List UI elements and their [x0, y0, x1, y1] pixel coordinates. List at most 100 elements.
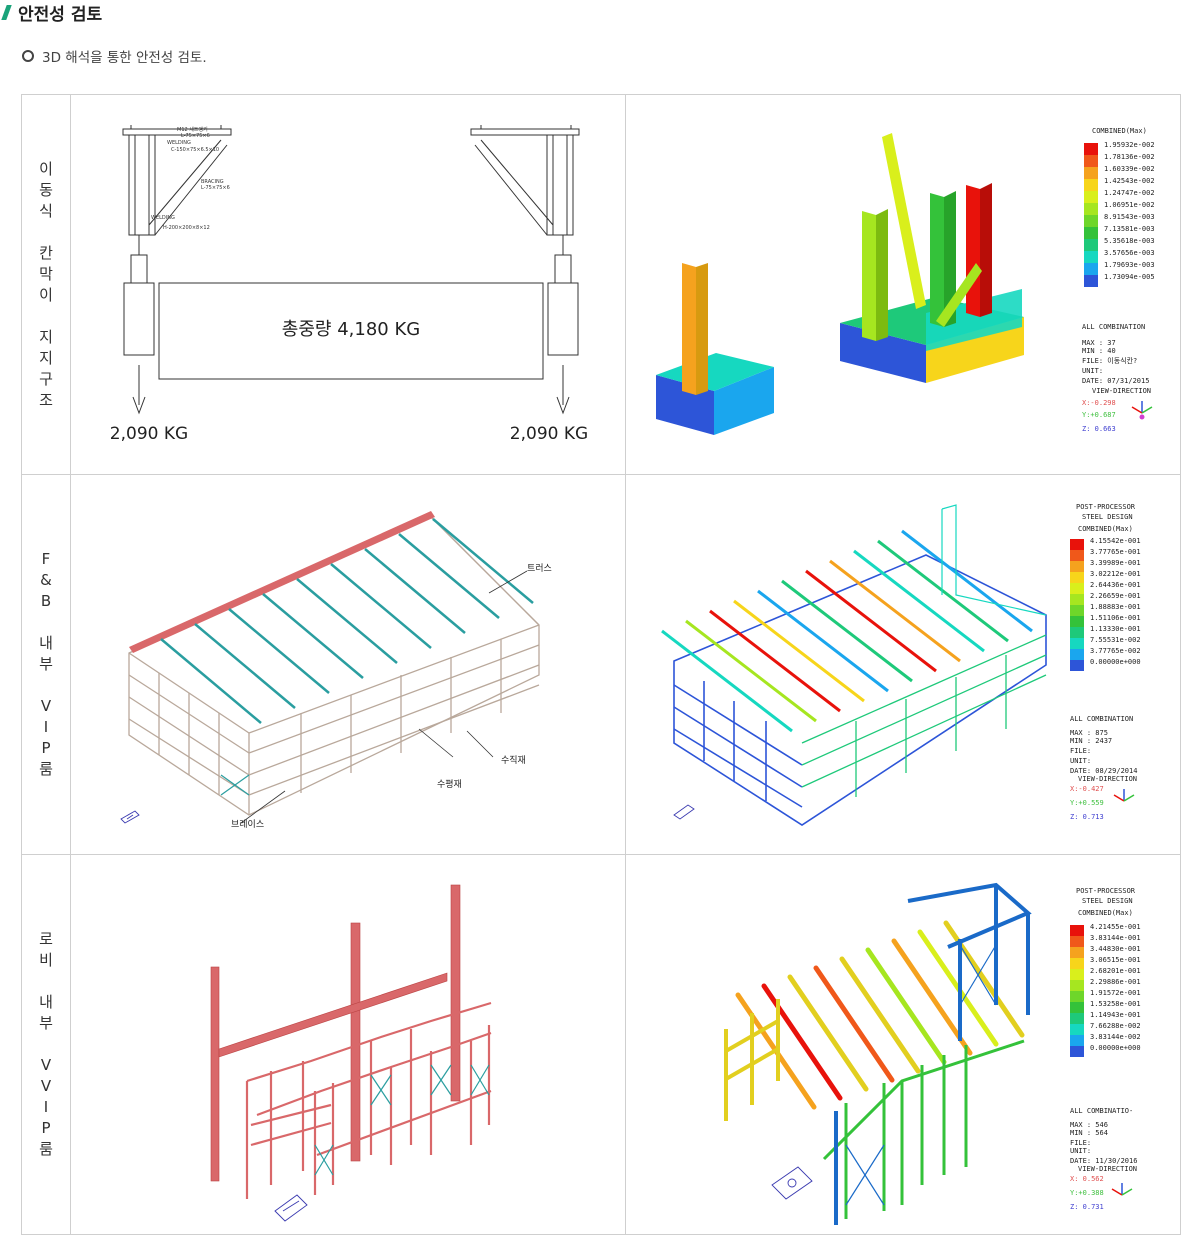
color-legend: POST-PROCESSOR STEEL DESIGN COMBINED(Max… — [1070, 887, 1141, 1211]
legend-header: POST-PROCESSOR — [1076, 503, 1136, 511]
truss-member — [757, 589, 889, 693]
view-cube-icon — [274, 1194, 308, 1222]
truss-member — [805, 569, 937, 673]
page-header: 안전성 검토 — [0, 0, 103, 25]
total-weight-label: 총중량 4,180 KG — [282, 319, 420, 340]
legend-date: DATE: 11/30/2016 — [1070, 1157, 1137, 1165]
axis-triad-icon — [1131, 401, 1153, 420]
truss-member — [853, 549, 985, 653]
legend-vz: Z: 0.731 — [1070, 1203, 1104, 1211]
legend-swatch — [1070, 649, 1084, 660]
legend-swatch — [1070, 638, 1084, 649]
color-legend: COMBINED(Max) 1.95932e-0021.78136e-0021.… — [1082, 127, 1155, 433]
legend-value: 7.55531e-002 — [1090, 636, 1141, 644]
truss-member — [709, 609, 841, 713]
axis-triad-icon — [1113, 789, 1135, 802]
legend-unit: UNIT: — [1070, 1147, 1091, 1155]
legend-swatch — [1070, 969, 1084, 980]
legend-vy: Y:+0.559 — [1070, 799, 1104, 807]
rafter-member — [943, 920, 1025, 1038]
legend-swatch — [1070, 1013, 1084, 1024]
note-text: BRACING — [201, 179, 224, 185]
legend-swatch — [1070, 1024, 1084, 1035]
legend-view: VIEW-DIRECTION — [1078, 775, 1137, 783]
truss-member — [733, 599, 865, 703]
truss-member — [901, 529, 1033, 633]
legend-value: 2.64436e-001 — [1090, 581, 1141, 589]
legend-value: 1.06951e-002 — [1104, 201, 1155, 209]
color-legend: POST-PROCESSOR STEEL DESIGN COMBINED(Max… — [1070, 503, 1141, 821]
legend-value: 8.91543e-003 — [1104, 213, 1155, 221]
legend-value: 1.53258e-001 — [1090, 1000, 1141, 1008]
drawing-cell: M12 세트앵커 L-75×75×6 WELDING C-150×75×6.5×… — [70, 94, 626, 475]
legend-vy: Y:+0.687 — [1082, 411, 1116, 419]
legend-value: 1.91572e-001 — [1090, 989, 1141, 997]
note-text: WELDING — [151, 215, 175, 221]
legend-swatch — [1070, 539, 1084, 550]
legend-value: 3.83144e-002 — [1090, 1033, 1141, 1041]
legend-value: 1.42543e-002 — [1104, 177, 1155, 185]
legend-swatch — [1070, 561, 1084, 572]
legend-max: MAX : 875 — [1070, 729, 1108, 737]
legend-value: 4.15542e-001 — [1090, 537, 1141, 545]
legend-value: 3.44830e-001 — [1090, 945, 1141, 953]
row-label-cell: F & B 내 부 V I P 룸 — [21, 474, 71, 855]
legend-date: DATE: 07/31/2015 — [1082, 377, 1149, 385]
analysis-cell: POST-PROCESSOR STEEL DESIGN COMBINED(Max… — [625, 854, 1181, 1235]
truss-member — [781, 579, 913, 683]
drawing-cell: 트러스 수직재 수평재 브레이스 — [70, 474, 626, 855]
legend-value: 2.29886e-001 — [1090, 978, 1141, 986]
rafter-member — [839, 956, 921, 1074]
legend-value: 2.26659e-001 — [1090, 592, 1141, 600]
legend-swatch — [1070, 958, 1084, 969]
legend-swatch — [1070, 594, 1084, 605]
note-text: M12 세트앵커 — [177, 126, 208, 133]
legend-swatch — [1070, 936, 1084, 947]
legend-header: POST-PROCESSOR — [1076, 887, 1136, 895]
legend-header: STEEL DESIGN — [1082, 897, 1133, 905]
legend-date: DATE: 08/29/2014 — [1070, 767, 1137, 775]
legend-swatch — [1084, 191, 1098, 203]
row-label: F & B 내 부 V I P 룸 — [39, 550, 53, 778]
view-cube-icon — [120, 810, 140, 824]
truss-member — [432, 518, 534, 604]
table-row: 로 비 내 부 V V I P 룸 — [21, 854, 1181, 1235]
legend-combo: ALL COMBINATIO- — [1070, 1107, 1133, 1115]
legend-swatch — [1084, 155, 1098, 167]
legend-file: FILE: — [1070, 747, 1091, 755]
legend-vx: X:-0.298 — [1082, 399, 1116, 407]
legend-vz: Z: 0.663 — [1082, 425, 1116, 433]
legend-value: 3.02212e-001 — [1090, 570, 1141, 578]
legend-file: FILE: 이동식칸? — [1082, 356, 1137, 365]
note-text: WELDING — [167, 140, 191, 146]
rafter-member — [865, 947, 947, 1065]
truss-drawing: 트러스 수직재 수평재 브레이스 — [120, 511, 552, 830]
legend-swatch — [1070, 980, 1084, 991]
drawing-cell — [70, 854, 626, 1235]
bracket-drawing: M12 세트앵커 L-75×75×6 WELDING C-150×75×6.5×… — [110, 125, 588, 444]
note-text: L-75×75×6 — [201, 185, 230, 191]
truss-member — [829, 559, 961, 663]
legend-vy: Y:+0.388 — [1070, 1189, 1104, 1197]
row-label-cell: 이 동 식 칸 막 이 지 지 구 조 — [21, 94, 71, 475]
row-label-cell: 로 비 내 부 V V I P 룸 — [21, 854, 71, 1235]
truss-analysis: POST-PROCESSOR STEEL DESIGN COMBINED(Max… — [661, 503, 1141, 826]
page-title: 안전성 검토 — [18, 4, 103, 25]
legend-swatch — [1070, 991, 1084, 1002]
legend-unit: UNIT: — [1082, 367, 1103, 375]
title-slash-icon — [1, 4, 12, 20]
legend-swatch — [1070, 605, 1084, 616]
legend-vx: X:-0.427 — [1070, 785, 1104, 793]
analysis-table: 이 동 식 칸 막 이 지 지 구 조 — [21, 94, 1181, 1235]
rafter-member — [761, 983, 843, 1101]
truss-member — [228, 608, 330, 694]
legend-value: 5.35618e-003 — [1104, 237, 1155, 245]
legend-swatch — [1070, 1002, 1084, 1013]
legend-view: VIEW-DIRECTION — [1078, 1165, 1137, 1173]
rafter-member — [891, 938, 973, 1056]
truss-member — [877, 539, 1009, 643]
analysis-cell: POST-PROCESSOR STEEL DESIGN COMBINED(Max… — [625, 474, 1181, 855]
truss-member — [194, 623, 296, 709]
legend-swatch — [1084, 251, 1098, 263]
